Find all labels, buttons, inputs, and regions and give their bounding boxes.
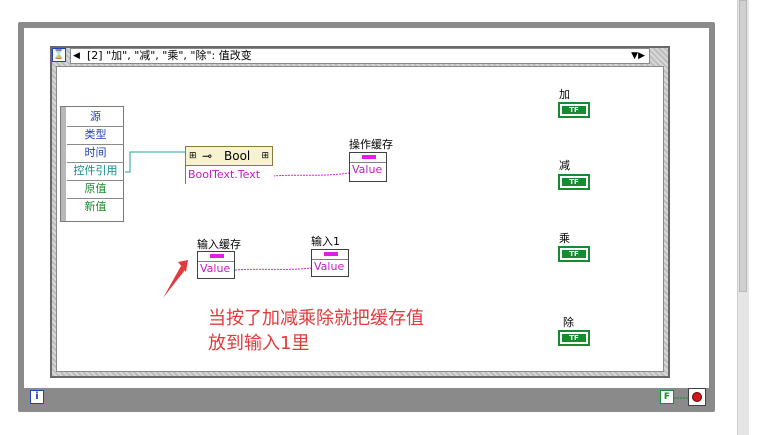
- right-margin: [749, 0, 782, 435]
- indicator-div-label: 除: [563, 316, 574, 329]
- indicator-div[interactable]: TF: [558, 330, 590, 346]
- bool-text-wire: [272, 172, 350, 177]
- scrollbar-thumb[interactable]: [739, 0, 747, 292]
- indicator-mul[interactable]: TF: [558, 246, 590, 262]
- iteration-terminal-icon[interactable]: i: [30, 390, 44, 404]
- event-item-time[interactable]: 时间: [67, 144, 124, 163]
- indicator-sub[interactable]: TF: [558, 174, 590, 190]
- indicator-mul-label: 乘: [559, 232, 570, 245]
- annotation-text: 当按了加减乘除就把缓存值 放到输入1里: [208, 308, 424, 354]
- event-item-source[interactable]: 源: [67, 108, 124, 127]
- event-item-newval[interactable]: 新值: [84, 200, 107, 213]
- case-selector[interactable]: ◀ [2] "加", "减", "乘", "除": 值改变 ▼▶: [70, 48, 650, 64]
- property-node-header: ⊞ ⊸ Bool ⊞: [186, 147, 272, 166]
- indicator-sub-label: 减: [559, 159, 570, 172]
- indicator-add-label: 加: [559, 88, 570, 101]
- stop-constant[interactable]: F: [660, 390, 674, 404]
- input-cache-local[interactable]: Value: [197, 251, 235, 279]
- error-icon: ⊞: [261, 151, 269, 161]
- operation-cache-label: 操作缓存: [349, 138, 393, 151]
- event-item-ctlref[interactable]: 控件引用: [67, 162, 124, 181]
- case-selector-label: [2] "加", "减", "乘", "除": 值改变: [87, 49, 252, 62]
- input-cache-wire: [234, 267, 312, 271]
- timeout-icon[interactable]: ⌛: [52, 48, 66, 62]
- property-node[interactable]: ⊞ ⊸ Bool ⊞ BoolText.Text: [185, 146, 274, 184]
- prev-case-arrow-icon[interactable]: ◀: [73, 51, 80, 61]
- ref-icon: ⊞: [189, 151, 197, 161]
- ctlref-wire: [125, 151, 186, 173]
- annotation-arrow: [163, 266, 185, 298]
- case-dropdown-icon[interactable]: ▼▶: [631, 51, 645, 61]
- input-cache-label: 输入缓存: [197, 238, 241, 251]
- input1-label: 输入1: [311, 235, 340, 248]
- indicator-add[interactable]: TF: [558, 102, 590, 118]
- input1-local[interactable]: Value: [311, 249, 349, 277]
- event-item-type[interactable]: 类型: [67, 126, 124, 145]
- event-data-node[interactable]: 源 类型 时间 控件引用 原值 新值: [60, 106, 124, 222]
- stop-wire: [674, 397, 688, 399]
- operation-cache-local[interactable]: Value: [349, 152, 387, 182]
- property-item[interactable]: BoolText.Text: [186, 166, 274, 184]
- event-item-oldval[interactable]: 原值: [67, 180, 124, 199]
- key-icon: ⊸: [202, 149, 213, 163]
- stop-terminal-icon[interactable]: [688, 388, 706, 406]
